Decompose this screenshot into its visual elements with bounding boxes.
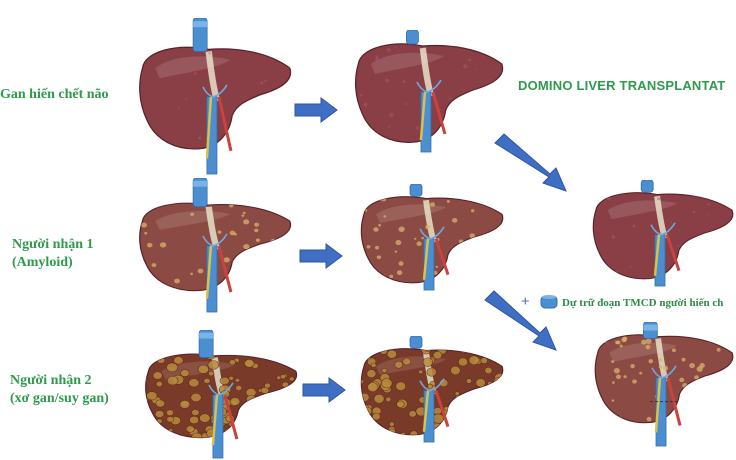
bile-duct [654,377,662,433]
liver-group [592,180,734,287]
row-label-recipient-1-line-1: Người nhận 1 [12,237,94,252]
row-label-recipient-1-line-2: (Amyloid) [12,255,73,270]
recipient-2-liver-explanted [360,336,504,443]
liver-group [354,30,504,153]
hepatic-artery [431,91,447,135]
row-label-recipient-1: Người nhận 1 (Amyloid) [12,236,94,272]
hilum-vessels [409,184,450,291]
inferior-vena-cava-stub [640,180,654,193]
row-label-recipient-2-line-2: (xơ gan/suy gan) [10,391,109,406]
liver-group [360,336,504,443]
vena-cava-cuff [199,332,214,339]
hepatic-artery [223,394,239,440]
hepatic-artery [665,234,681,272]
vessel-branches [202,233,228,247]
bile-duct [422,238,430,280]
liver-group [360,184,504,291]
vessel-branches [208,382,234,396]
reserve-ivc-note: Dự trữ đoạn TMCD người hiến ch [562,297,724,309]
recipient-2-new-healthy-liver [592,180,734,287]
hepatic-artery [217,96,233,152]
bile-duct [205,96,213,159]
hepatic-artery [666,377,682,426]
recipient-2-cirrhotic-liver [145,330,298,459]
vessel-branches [419,378,445,392]
bile-duct [419,91,427,141]
liver-group [139,178,292,313]
hepatic-artery [434,238,450,276]
hilum-vessels [640,180,681,287]
vessel-branches [650,222,676,236]
hepatic-artery [217,245,233,293]
bile-duct [422,390,430,432]
bile-duct [205,245,213,299]
liver-group [594,322,734,447]
inferior-vena-cava-stub [406,30,419,45]
inferior-vena-cava-stub [409,336,423,349]
hilum-vessels [198,330,239,459]
recipient-2-domino-amyloid-liver [594,322,734,447]
vessel-segment-icon [540,295,558,309]
plus-icon: + [521,294,530,310]
hepatic-artery [434,390,450,428]
liver-group [145,330,298,459]
bile-duct [653,234,661,276]
hilum-vessels [642,322,682,447]
hilum-vessels [192,178,233,313]
hilum-vessels [406,30,447,153]
vessel-branches [416,79,442,93]
liver-group [139,18,292,175]
row-label-donor: Gan hiến chết não [0,86,109,104]
vessel-branches [202,84,228,98]
donor-liver-transplanted [354,30,504,153]
arrow-diagonal-icon [484,290,557,351]
row-label-donor-line: Gan hiến chết não [0,87,109,102]
row-label-recipient-2-line-1: Người nhận 2 [10,373,92,388]
vessel-branches [419,226,445,240]
vena-cava-cuff [193,21,208,28]
arrow-diagonal-icon [494,133,567,192]
vena-cava-cuff [643,324,658,331]
bile-duct [211,394,219,446]
recipient-1-liver-explanted [360,184,504,291]
donor-liver-with-vessels [139,18,292,175]
recipient-1-amyloid-liver [139,178,292,313]
arrow-right-icon [294,97,338,123]
hilum-vessels [409,336,450,443]
inferior-vena-cava-stub [409,184,423,197]
vena-cava-cuff [193,180,208,187]
arrow-right-icon [302,377,346,403]
arrow-right-icon [299,243,343,269]
hilum-vessels [192,18,233,175]
row-label-recipient-2: Người nhận 2 (xơ gan/suy gan) [10,372,109,408]
diagram-title: DOMINO LIVER TRANSPLANTAT [518,78,726,93]
vessel-branches [651,365,677,379]
